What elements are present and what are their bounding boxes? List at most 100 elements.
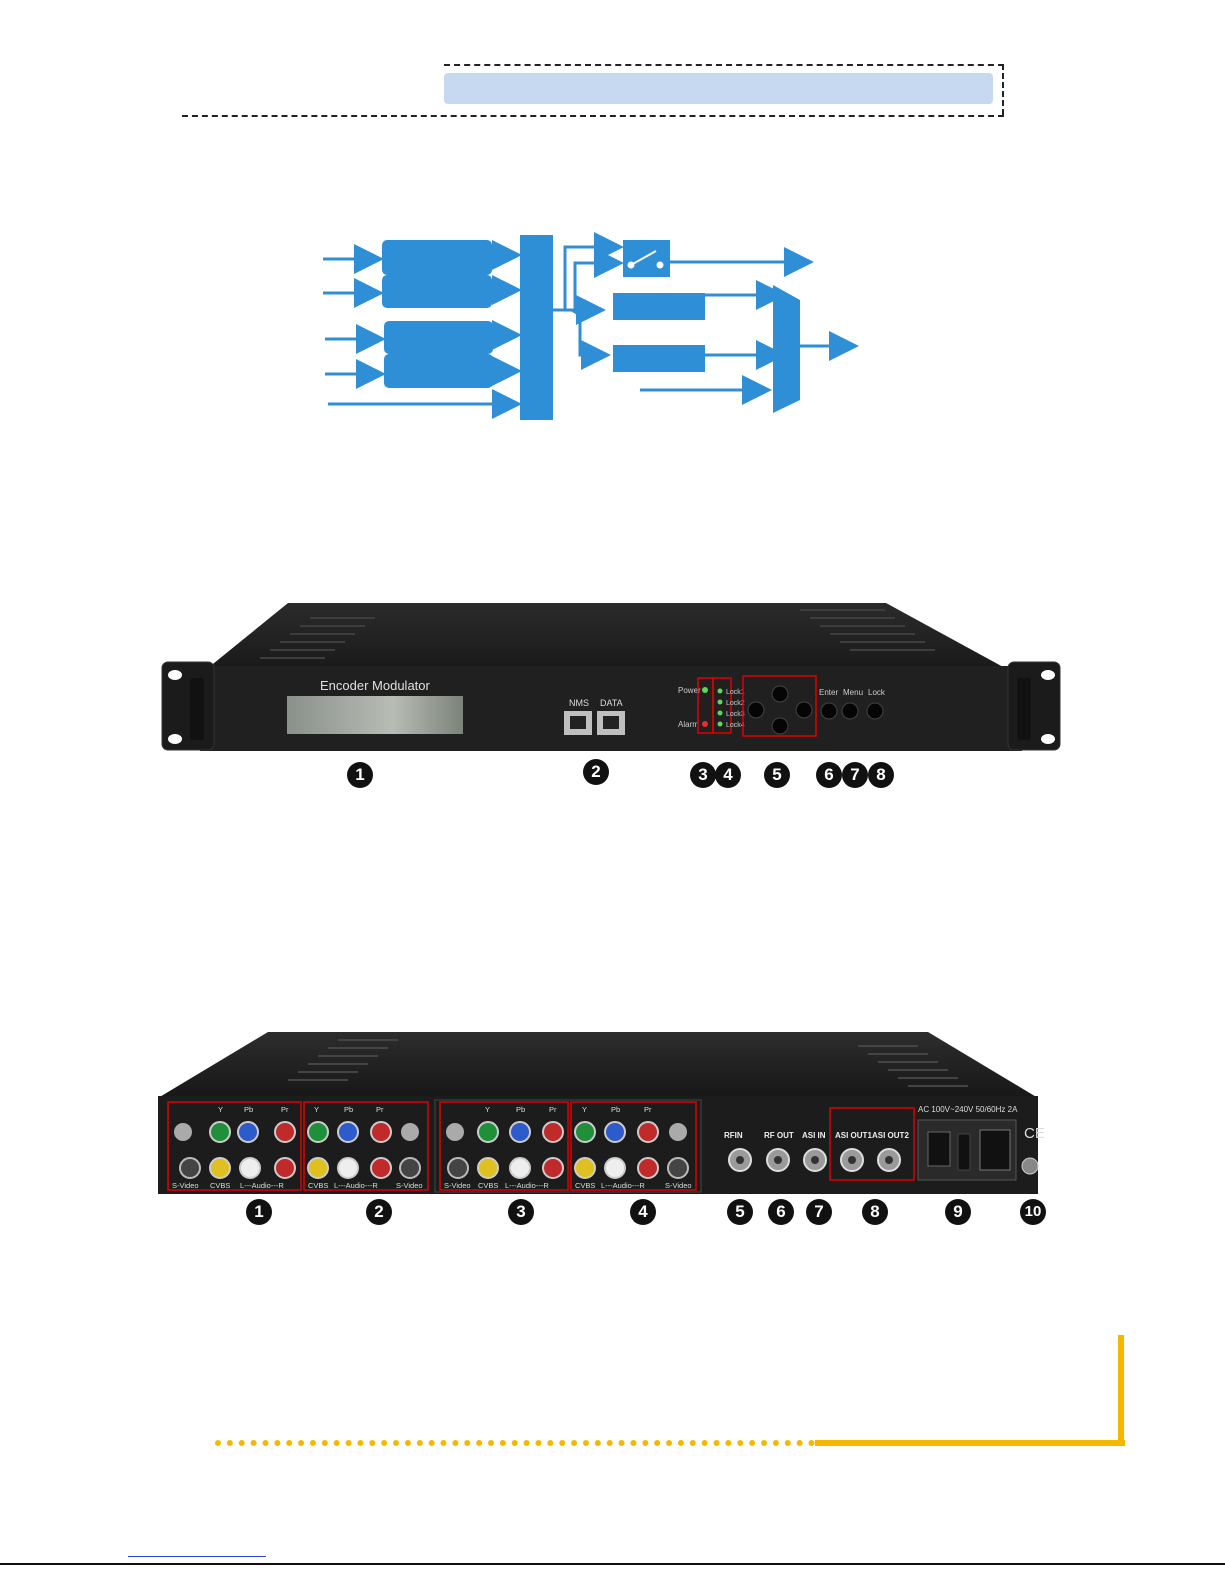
input-group-4 — [570, 1101, 697, 1191]
svg-text:ASI IN: ASI IN — [802, 1131, 826, 1140]
svg-text:RF OUT: RF OUT — [764, 1131, 794, 1140]
svg-text:S-Video: S-Video — [396, 1181, 423, 1190]
svg-text:Pb: Pb — [516, 1105, 525, 1114]
svg-text:L---Audio---R: L---Audio---R — [240, 1181, 284, 1190]
mux-to-switch-2 — [565, 248, 624, 312]
power-spec: AC 100V~240V 50/60Hz 2A — [918, 1105, 1018, 1114]
svg-text:Menu: Menu — [843, 688, 863, 697]
input-group-1 — [167, 1101, 302, 1191]
power-led — [702, 687, 708, 693]
svg-text:ASI OUT1: ASI OUT1 — [835, 1131, 872, 1140]
svg-text:CVBS: CVBS — [210, 1181, 230, 1190]
encoder-block-1 — [382, 240, 492, 275]
header-border-right — [1002, 64, 1004, 115]
svg-text:CVBS: CVBS — [308, 1181, 328, 1190]
front-callout-4: 4 — [715, 762, 741, 788]
up-button — [771, 685, 789, 703]
enter-button — [820, 702, 838, 720]
mux-to-mod-2 — [571, 308, 611, 370]
down-button — [771, 717, 789, 735]
section-title-bar — [444, 73, 993, 104]
front-callout-6: 6 — [816, 762, 842, 788]
header-border-top — [444, 64, 1004, 66]
svg-text:Y: Y — [582, 1105, 587, 1114]
lock-button — [866, 702, 884, 720]
svg-text:Pb: Pb — [344, 1105, 353, 1114]
combiner-block — [773, 285, 800, 413]
rear-callout-5: 5 — [727, 1199, 753, 1225]
svg-text:Lock2: Lock2 — [726, 700, 745, 707]
ce-mark: CE — [1024, 1125, 1045, 1142]
svg-text:Pr: Pr — [281, 1105, 289, 1114]
svg-text:Y: Y — [218, 1105, 223, 1114]
encoder-block-4 — [384, 354, 493, 388]
menu-button — [841, 702, 859, 720]
svg-text:S-Video: S-Video — [172, 1181, 199, 1190]
alarm-label: Alarm — [678, 720, 699, 729]
nms-label: NMS — [569, 698, 589, 708]
rear-callout-6: 6 — [768, 1199, 794, 1225]
svg-text:Pb: Pb — [611, 1105, 620, 1114]
svg-text:S-Video: S-Video — [444, 1181, 471, 1190]
rear-callout-3: 3 — [508, 1199, 534, 1225]
asi-out-frame — [829, 1107, 915, 1181]
mux-block — [520, 235, 553, 420]
svg-text:Lock3: Lock3 — [726, 711, 745, 718]
rear-callout-10: 10 — [1020, 1199, 1046, 1225]
rear-callout-9: 9 — [945, 1199, 971, 1225]
front-callout-8: 8 — [868, 762, 894, 788]
right-button — [795, 701, 813, 719]
rear-callout-7: 7 — [806, 1199, 832, 1225]
left-button — [747, 701, 765, 719]
front-callout-7: 7 — [842, 762, 868, 788]
svg-text:L---Audio---R: L---Audio---R — [601, 1181, 645, 1190]
svg-text:Lock: Lock — [868, 688, 886, 697]
svg-text:L---Audio---R: L---Audio---R — [505, 1181, 549, 1190]
header-border-bottom — [182, 115, 1004, 117]
block-diagram — [323, 232, 859, 420]
front-panel: Encoder Modulator NMS DATA Power Alarm L… — [161, 603, 1061, 751]
front-callout-3: 3 — [690, 762, 716, 788]
lcd-display — [287, 696, 463, 734]
rear-callout-2: 2 — [366, 1199, 392, 1225]
front-callout-2: 2 — [583, 759, 609, 785]
svg-text:Lock4: Lock4 — [726, 722, 745, 729]
ground-terminal — [1021, 1157, 1039, 1175]
footer-solid-line — [815, 1440, 1125, 1446]
power-switch — [927, 1131, 951, 1167]
switch-block — [623, 240, 670, 277]
encoder-block-3 — [384, 321, 493, 354]
rear-callout-1: 1 — [246, 1199, 272, 1225]
svg-text:Lock1: Lock1 — [726, 689, 745, 696]
svg-text:L---Audio---R: L---Audio---R — [334, 1181, 378, 1190]
alarm-led — [702, 721, 708, 727]
svg-text:Pr: Pr — [549, 1105, 557, 1114]
svg-text:ASI OUT2: ASI OUT2 — [872, 1131, 909, 1140]
svg-text:Y: Y — [485, 1105, 490, 1114]
footer-dotted-line — [215, 1440, 815, 1446]
input-group-2 — [303, 1101, 429, 1191]
svg-text:CVBS: CVBS — [575, 1181, 595, 1190]
footer-vertical-line — [1118, 1335, 1124, 1446]
input-group-3 — [439, 1101, 569, 1191]
modulator-block-1 — [613, 293, 705, 320]
rear-callout-4: 4 — [630, 1199, 656, 1225]
encoder-block-2 — [382, 275, 492, 308]
svg-text:Pb: Pb — [244, 1105, 253, 1114]
svg-text:Pr: Pr — [644, 1105, 652, 1114]
data-label: DATA — [600, 698, 623, 708]
front-callout-1: 1 — [347, 762, 373, 788]
svg-text:Y: Y — [314, 1105, 319, 1114]
svg-text:RFIN: RFIN — [724, 1131, 743, 1140]
rear-panel: Y Pb Pr S-Video CVBS L---Audio---R Y Pb … — [158, 1032, 1045, 1194]
svg-text:Enter: Enter — [819, 688, 838, 697]
footer-underline — [128, 1556, 266, 1557]
svg-text:Pr: Pr — [376, 1105, 384, 1114]
mux-to-switch — [553, 232, 624, 312]
device-title: Encoder Modulator — [320, 678, 431, 693]
svg-text:S-Video: S-Video — [665, 1181, 692, 1190]
modulator-block-2 — [613, 345, 705, 372]
power-label: Power — [678, 686, 701, 695]
iec-socket — [979, 1129, 1011, 1171]
rear-callout-8: 8 — [862, 1199, 888, 1225]
